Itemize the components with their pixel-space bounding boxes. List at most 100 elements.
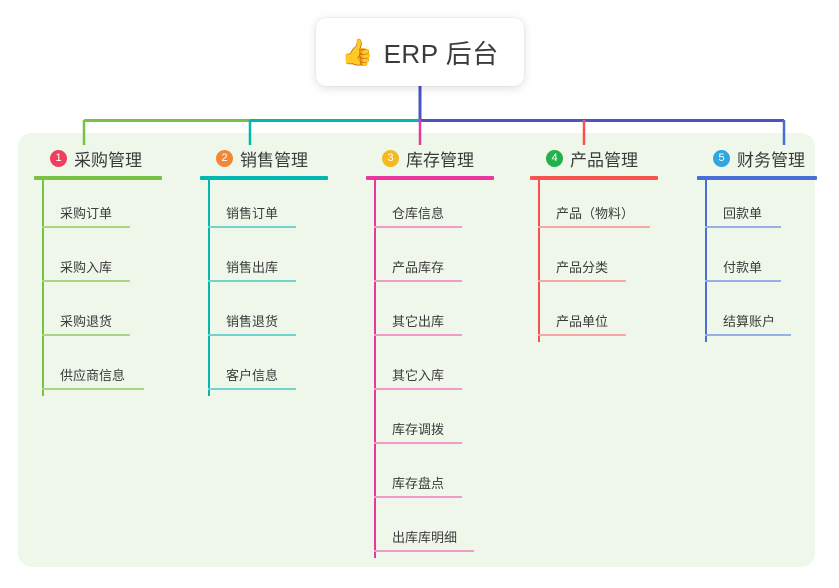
leaf-label: 客户信息 bbox=[226, 368, 279, 383]
leaf-item[interactable]: 产品（物料） bbox=[530, 180, 658, 234]
leaf-label: 付款单 bbox=[723, 260, 763, 275]
branch-spine bbox=[705, 180, 707, 342]
leaf-underline bbox=[705, 226, 781, 228]
branch-header-3[interactable]: 3 库存管理 bbox=[366, 145, 494, 171]
leaf-item[interactable]: 客户信息 bbox=[200, 342, 328, 396]
branch-4: 4 产品管理产品（物料） 产品分类产品单位 bbox=[530, 145, 658, 342]
leaf-label: 其它出库 bbox=[392, 314, 445, 329]
leaf-label: 销售出库 bbox=[226, 260, 279, 275]
branch-title: 采购管理 bbox=[74, 150, 142, 170]
leaf-label: 产品单位 bbox=[556, 314, 609, 329]
leaf-label: 销售订单 bbox=[226, 206, 279, 221]
leaf-item[interactable]: 回款单 bbox=[697, 180, 817, 234]
branch-underline-bar bbox=[366, 176, 494, 180]
leaf-item[interactable]: 采购入库 bbox=[34, 234, 162, 288]
leaf-item[interactable]: 供应商信息 bbox=[34, 342, 162, 396]
leaf-label: 采购订单 bbox=[60, 206, 113, 221]
branch-title: 财务管理 bbox=[737, 150, 805, 170]
root-title: ERP 后台 bbox=[383, 38, 499, 69]
branch-underline-bar bbox=[34, 176, 162, 180]
leaf-item[interactable]: 产品单位 bbox=[530, 288, 658, 342]
branch-items: 回款单付款单结算账户 bbox=[697, 180, 817, 342]
branch-5: 5 财务管理回款单付款单结算账户 bbox=[697, 145, 817, 342]
leaf-label: 仓库信息 bbox=[392, 206, 445, 221]
leaf-item[interactable]: 产品库存 bbox=[366, 234, 494, 288]
root-node[interactable]: 👍 ERP 后台 bbox=[316, 18, 524, 86]
leaf-underline bbox=[705, 334, 791, 336]
leaf-item[interactable]: 产品分类 bbox=[530, 234, 658, 288]
leaf-item[interactable]: 出库库明细 bbox=[366, 504, 494, 558]
branch-spine bbox=[374, 180, 376, 558]
leaf-label: 采购退货 bbox=[60, 314, 113, 329]
branch-2: 2 销售管理销售订单销售出库销售退货客户信息 bbox=[200, 145, 328, 396]
branch-underline-bar bbox=[697, 176, 817, 180]
leaf-underline bbox=[374, 226, 462, 228]
leaf-underline bbox=[705, 280, 781, 282]
leaf-underline bbox=[208, 226, 296, 228]
leaf-label: 其它入库 bbox=[392, 368, 445, 383]
leaf-item[interactable]: 销售订单 bbox=[200, 180, 328, 234]
branch-number-badge: 2 bbox=[216, 149, 233, 167]
leaf-underline bbox=[538, 334, 626, 336]
branch-header-4[interactable]: 4 产品管理 bbox=[530, 145, 658, 171]
leaf-label: 产品分类 bbox=[556, 260, 609, 275]
leaf-underline bbox=[208, 334, 296, 336]
branch-header-5[interactable]: 5 财务管理 bbox=[697, 145, 817, 171]
leaf-item[interactable]: 结算账户 bbox=[697, 288, 817, 342]
leaf-underline bbox=[208, 388, 296, 390]
leaf-underline bbox=[374, 388, 462, 390]
branch-underline-bar bbox=[530, 176, 658, 180]
leaf-label: 供应商信息 bbox=[60, 368, 126, 383]
leaf-item[interactable]: 销售退货 bbox=[200, 288, 328, 342]
leaf-item[interactable]: 采购订单 bbox=[34, 180, 162, 234]
leaf-item[interactable]: 销售出库 bbox=[200, 234, 328, 288]
branch-number-badge: 5 bbox=[713, 149, 730, 167]
leaf-underline bbox=[374, 496, 462, 498]
branch-number-badge: 3 bbox=[382, 149, 399, 167]
branch-items: 销售订单销售出库销售退货客户信息 bbox=[200, 180, 328, 396]
leaf-item[interactable]: 库存盘点 bbox=[366, 450, 494, 504]
branch-number-badge: 1 bbox=[50, 149, 67, 167]
leaf-label: 回款单 bbox=[723, 206, 763, 221]
branch-header-1[interactable]: 1 采购管理 bbox=[34, 145, 162, 171]
leaf-underline bbox=[538, 280, 626, 282]
leaf-underline bbox=[538, 226, 650, 228]
branch-title: 库存管理 bbox=[406, 150, 474, 170]
leaf-label: 销售退货 bbox=[226, 314, 279, 329]
leaf-underline bbox=[42, 226, 130, 228]
diagram-panel bbox=[18, 133, 815, 567]
branch-3: 3 库存管理仓库信息产品库存其它出库其它入库库存调拨库存盘点出库库明细 bbox=[366, 145, 494, 558]
branch-items: 仓库信息产品库存其它出库其它入库库存调拨库存盘点出库库明细 bbox=[366, 180, 494, 558]
leaf-underline bbox=[374, 442, 462, 444]
leaf-item[interactable]: 其它出库 bbox=[366, 288, 494, 342]
branch-header-2[interactable]: 2 销售管理 bbox=[200, 145, 328, 171]
branch-spine bbox=[42, 180, 44, 396]
branch-items: 采购订单采购入库采购退货供应商信息 bbox=[34, 180, 162, 396]
branch-1: 1 采购管理采购订单采购入库采购退货供应商信息 bbox=[34, 145, 162, 396]
leaf-label: 出库库明细 bbox=[392, 530, 458, 545]
leaf-item[interactable]: 库存调拨 bbox=[366, 396, 494, 450]
leaf-underline bbox=[42, 388, 144, 390]
branch-spine bbox=[538, 180, 540, 342]
leaf-item[interactable]: 其它入库 bbox=[366, 342, 494, 396]
leaf-underline bbox=[374, 550, 474, 552]
branch-spine bbox=[208, 180, 210, 396]
branch-title: 产品管理 bbox=[570, 150, 638, 170]
leaf-item[interactable]: 采购退货 bbox=[34, 288, 162, 342]
leaf-underline bbox=[374, 334, 462, 336]
thumbs-up-icon: 👍 bbox=[341, 37, 374, 67]
leaf-item[interactable]: 仓库信息 bbox=[366, 180, 494, 234]
branch-title: 销售管理 bbox=[240, 150, 308, 170]
branch-number-badge: 4 bbox=[546, 149, 563, 167]
leaf-label: 结算账户 bbox=[723, 314, 776, 329]
leaf-item[interactable]: 付款单 bbox=[697, 234, 817, 288]
leaf-label: 产品（物料） bbox=[556, 206, 635, 221]
leaf-underline bbox=[208, 280, 296, 282]
leaf-label: 库存盘点 bbox=[392, 476, 445, 491]
leaf-label: 产品库存 bbox=[392, 260, 445, 275]
leaf-underline bbox=[42, 280, 130, 282]
leaf-label: 库存调拨 bbox=[392, 422, 445, 437]
leaf-underline bbox=[374, 280, 462, 282]
branch-items: 产品（物料） 产品分类产品单位 bbox=[530, 180, 658, 342]
leaf-label: 采购入库 bbox=[60, 260, 113, 275]
